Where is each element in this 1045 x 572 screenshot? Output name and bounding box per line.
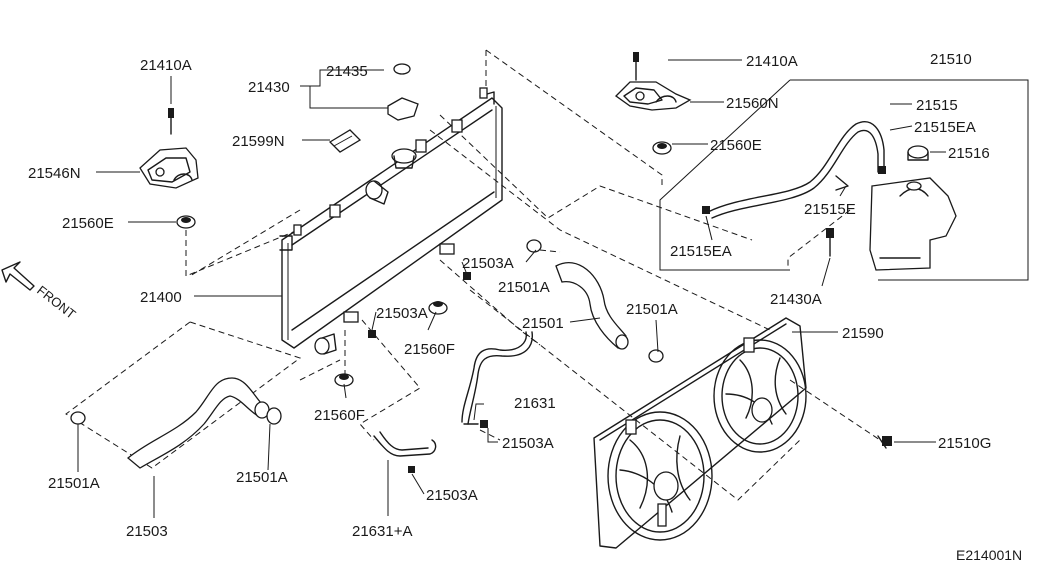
label-21560n: 21560N <box>726 95 779 112</box>
radiator-cap <box>387 63 419 121</box>
label-21590: 21590 <box>842 325 884 342</box>
label-21400: 21400 <box>140 289 182 306</box>
label-21546n: 21546N <box>28 165 81 182</box>
label-21515ea-top: 21515EA <box>914 119 976 136</box>
label-21515ea-low: 21515EA <box>670 243 732 260</box>
label-21430: 21430 <box>248 79 290 96</box>
label-21515: 21515 <box>916 97 958 114</box>
label-21503a-mid: 21503A <box>376 305 428 322</box>
bolt-21430a <box>826 228 834 257</box>
label-21515e: 21515E <box>804 201 856 218</box>
label-21631a: 21631+A <box>352 523 412 540</box>
label-21501a-bottom-left: 21501A <box>48 475 100 492</box>
reservoir-tank <box>869 145 957 271</box>
left-grommet <box>176 215 196 229</box>
label-21599n: 21599N <box>232 133 285 150</box>
label-21516: 21516 <box>948 145 990 162</box>
label-plate <box>328 129 362 153</box>
bolt-21510g <box>877 435 892 449</box>
grommet-upper-21560f <box>428 301 448 315</box>
label-21560e-left: 21560E <box>62 215 114 232</box>
label-21503a-bottom: 21503A <box>426 487 478 504</box>
right-bolt <box>633 52 639 81</box>
label-21501a-right: 21501A <box>626 301 678 318</box>
label-21503a-low: 21503A <box>502 435 554 452</box>
label-21503a-top: 21503A <box>462 255 514 272</box>
right-grommet <box>652 141 672 155</box>
upper-hose <box>526 239 664 363</box>
assembly-dashed-lines <box>65 49 881 501</box>
label-21510g: 21510G <box>938 435 991 452</box>
label-21410a-right: 21410A <box>746 53 798 70</box>
label-21501: 21501 <box>522 315 564 332</box>
right-mount-bracket <box>614 81 692 111</box>
clamp-21503a-b <box>368 330 376 338</box>
left-mount-bracket <box>139 147 199 189</box>
leader-lines <box>77 59 946 518</box>
tube-21631 <box>461 331 533 428</box>
label-21430a: 21430A <box>770 291 822 308</box>
part-labels: 21410A 21546N 21560E 21430 21435 21599N … <box>28 51 1022 563</box>
tube-21631a <box>373 431 437 473</box>
radiator <box>279 87 503 355</box>
label-21560f-low: 21560F <box>314 407 365 424</box>
fan-shroud <box>593 317 807 549</box>
reservoir-box <box>659 79 1029 281</box>
label-21503: 21503 <box>126 523 168 540</box>
clamp-21503a-a <box>463 272 471 280</box>
reservoir-hose-21515 <box>702 121 886 219</box>
left-bolt <box>168 108 174 135</box>
front-arrow <box>1 261 35 291</box>
lower-hose <box>70 377 282 469</box>
diagram-id: E214001N <box>956 547 1022 563</box>
label-21560f-mid: 21560F <box>404 341 455 358</box>
front-label: FRONT <box>34 283 79 322</box>
label-21501a-mid: 21501A <box>498 279 550 296</box>
label-21501a-bottom-center: 21501A <box>236 469 288 486</box>
label-21631: 21631 <box>514 395 556 412</box>
label-21510: 21510 <box>930 51 972 68</box>
label-21410a-left: 21410A <box>140 57 192 74</box>
label-21435: 21435 <box>326 63 368 80</box>
label-21560e-right: 21560E <box>710 137 762 154</box>
